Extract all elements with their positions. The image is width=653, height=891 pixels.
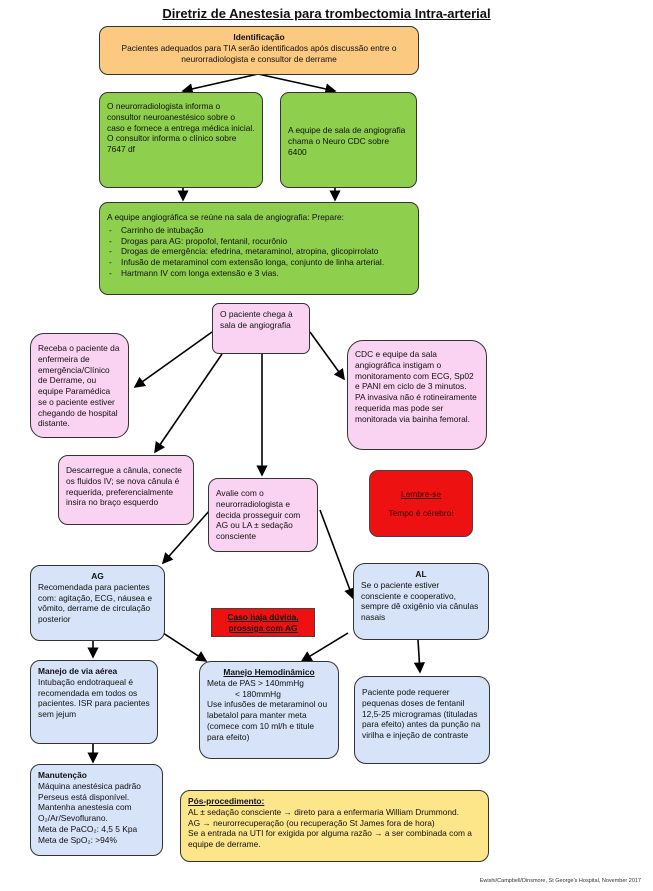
maintenance-line1: Máquina anestésica padrão Perseus está d…: [38, 780, 141, 802]
airway-heading: Manejo de via aérea: [38, 666, 118, 676]
prepare-item: Hartmann IV com longa extensão e 3 vias.: [107, 268, 411, 279]
ag-heading: AG: [91, 571, 104, 581]
prepare-item: Carrinho de intubação: [107, 225, 411, 236]
maintenance-line4: Meta de SpO₂: >94%: [38, 834, 117, 845]
monitoring-note: PA invasiva não é rotineiramente requeri…: [355, 392, 477, 424]
angio-team-prepare-box: A equipe angiográfica se reúne na sala d…: [99, 202, 419, 295]
post-procedure-line2: AG → neurorrecuperação (ou recuperação S…: [188, 817, 435, 828]
prepare-intro: A equipe angiográfica se reúne na sala d…: [107, 212, 344, 222]
cannula-text: Descarregue a cânula, conecte os fluidos…: [66, 465, 182, 508]
angio-team-call-box: A equipe de sala de angiografia chama o …: [280, 92, 417, 188]
identification-heading: Identificação: [233, 32, 285, 42]
hemodynamic-box: Manejo Hemodinâmico Meta de PAS > 140mmH…: [199, 661, 339, 759]
airway-text: Intubação endotraqueal é recomendada em …: [38, 676, 150, 719]
neuroradiologist-info-text: O neurorradiologista informa o consultor…: [107, 101, 255, 154]
al-text: Se o paciente estiver consciente e coope…: [361, 579, 479, 622]
remember-heading: Lembre-se: [400, 489, 442, 499]
maintenance-box: Manutenção Máquina anestésica padrão Per…: [30, 764, 163, 856]
ag-box: AG Recomendada para pacientes com: agita…: [30, 565, 165, 641]
prepare-item: Infusão de metaraminol com extensão long…: [107, 257, 411, 268]
doubt-text: Caso haja dúvida, prossiga com AG: [227, 612, 299, 633]
footer-credit: Ewishi/Campbell/Dinsmore, St George's Ho…: [479, 878, 641, 884]
identification-text: Pacientes adequados para TIA serão ident…: [121, 42, 397, 64]
neuroradiologist-info-box: O neurorradiologista informa o consultor…: [99, 92, 263, 188]
post-procedure-heading: Pós-procedimento:: [188, 796, 265, 806]
maintenance-heading: Manutenção: [38, 770, 87, 780]
evaluate-box: Avalie com o neurorradiologista e decida…: [208, 478, 318, 552]
al-heading: AL: [415, 569, 427, 579]
identification-box: Identificação Pacientes adequados para T…: [99, 26, 419, 75]
fentanyl-text: Paciente pode requerer pequenas doses de…: [362, 687, 481, 740]
prepare-item: Drogas de emergência: efedrina, metarami…: [107, 246, 411, 257]
remember-text: Tempo é cérebro!: [388, 507, 454, 518]
prepare-item: Drogas para AG: propofol, fentanil, rocu…: [107, 236, 411, 247]
page-title: Diretriz de Anestesia para trombectomia …: [162, 6, 491, 21]
al-box: AL Se o paciente estiver consciente e co…: [353, 563, 489, 640]
airway-box: Manejo de via aérea Intubação endotraque…: [30, 660, 158, 744]
monitoring-text: CDC e equipe da sala angiográfica instig…: [355, 349, 474, 392]
patient-arrives-text: O paciente chega à sala de angiografia: [220, 309, 293, 330]
angio-team-call-text: A equipe de sala de angiografia chama o …: [288, 125, 406, 157]
hemodynamic-heading: Manejo Hemodinâmico: [223, 667, 315, 677]
ag-text: Recomendada para pacientes com: agitação…: [38, 581, 153, 624]
post-procedure-line1: AL ± sedação consciente → direto para a …: [188, 806, 460, 817]
prepare-list: Carrinho de intubação Drogas para AG: pr…: [107, 225, 411, 279]
hemodynamic-line1: Meta de PAS > 140mmHg: [207, 677, 304, 688]
receive-patient-text: Receba o paciente da enfermeira de emerg…: [38, 343, 120, 429]
maintenance-line2: Mantenha anestesia com O₂/Ar/Sevoflurano…: [38, 802, 132, 823]
cannula-box: Descarregue a cânula, conecte os fluidos…: [58, 455, 194, 525]
maintenance-line3: Meta de PaCO₂: 4,5 5 Kpa: [38, 823, 138, 834]
receive-patient-box: Receba o paciente da enfermeira de emerg…: [30, 333, 129, 438]
monitoring-box: CDC e equipe da sala angiográfica instig…: [347, 340, 487, 450]
post-procedure-box: Pós-procedimento: AL ± sedação conscient…: [180, 790, 489, 862]
hemodynamic-text: Use infusões de metaraminol ou labetalol…: [207, 699, 328, 742]
post-procedure-line3: Se a entrada na UTI for exigida por algu…: [188, 828, 472, 849]
fentanyl-box: Paciente pode requerer pequenas doses de…: [354, 676, 490, 764]
remember-box: Lembre-se Tempo é cérebro!: [369, 470, 473, 537]
patient-arrives-box: O paciente chega à sala de angiografia: [212, 303, 310, 354]
evaluate-text: Avalie com o neurorradiologista e decida…: [216, 488, 301, 541]
doubt-box: Caso haja dúvida, prossiga com AG: [211, 608, 315, 637]
hemodynamic-line2: < 180mmHg: [235, 688, 281, 699]
